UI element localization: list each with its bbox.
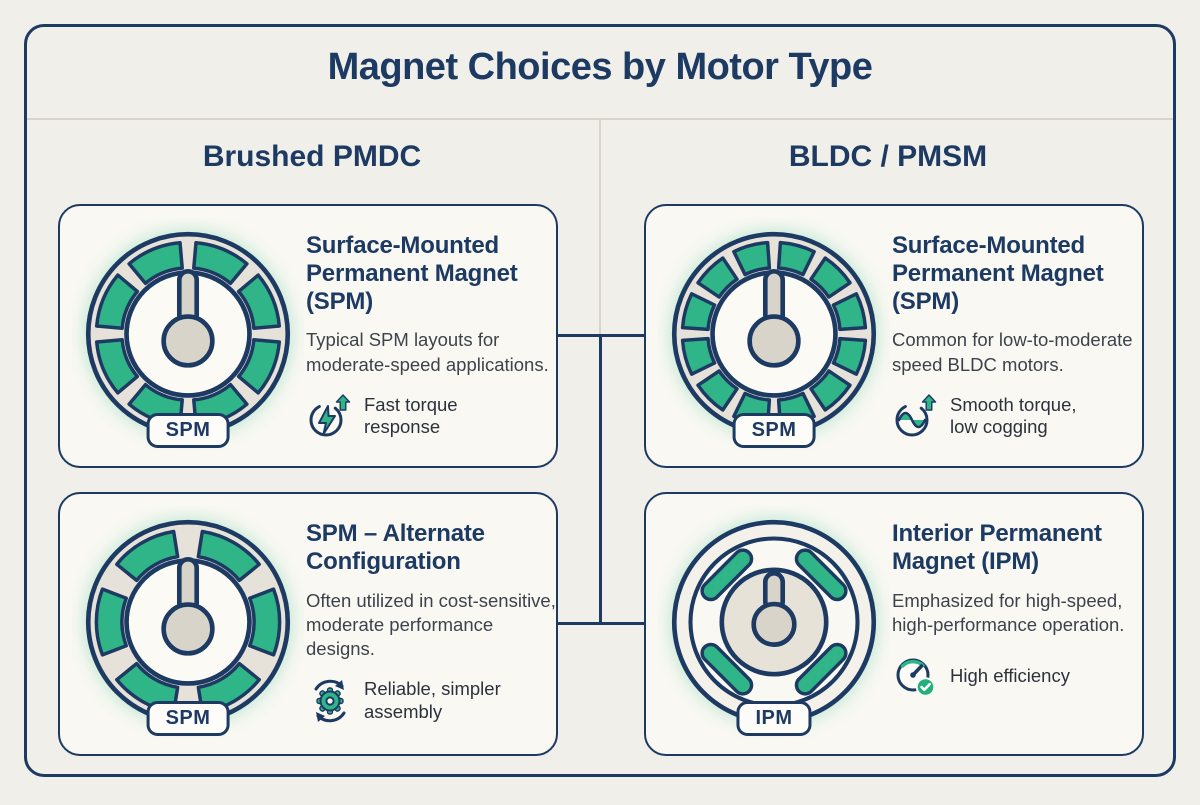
feature-label: Reliable, simpler assembly [364, 678, 501, 722]
motor-badge: SPM [146, 701, 230, 736]
card-spm-brushed: SPM Surface-Mounted Permanent Magnet (SP… [58, 204, 558, 468]
feature-row: Reliable, simpler assembly [306, 677, 556, 725]
connector-line-bottom [558, 622, 646, 625]
feature-label: High efficiency [950, 665, 1070, 687]
card-ipm-bldc: IPM Interior Permanent Magnet (IPM) Emph… [644, 492, 1144, 756]
card-title: Surface-Mounted Permanent Magnet (SPM) [306, 232, 518, 315]
gauge-check-icon [892, 652, 940, 700]
card-description: Often utilized in cost-sensitive, modera… [306, 589, 556, 660]
feature-label: Fast torque response [364, 393, 458, 438]
spm-motor-diagram: SPM [72, 506, 304, 738]
card-title: Interior Permanent Magnet (IPM) [892, 520, 1102, 575]
outer-border [24, 24, 1176, 777]
header-divider [27, 118, 1173, 120]
motor-badge: SPM [146, 413, 230, 448]
spm-motor-8-segments-icon [83, 229, 293, 439]
card-spm-bldc: SPM Surface-Mounted Permanent Magnet (SP… [644, 204, 1144, 468]
motor-badge: SPM [732, 413, 816, 448]
feature-row: Smooth torque, low cogging [892, 392, 1142, 440]
feature-row: High efficiency [892, 652, 1142, 700]
spm-motor-diagram: SPM [658, 218, 890, 450]
sine-wave-cycle-icon [892, 392, 940, 440]
connector-line-vertical [599, 334, 602, 625]
column-header-brushed-pmdc: Brushed PMDC [202, 140, 422, 173]
feature-row: Fast torque response [306, 392, 556, 440]
connector-line-top [558, 334, 646, 337]
feature-label: Smooth torque, low cogging [950, 393, 1077, 438]
ipm-motor-icon [669, 517, 879, 727]
motor-badge: IPM [736, 701, 812, 736]
card-title: SPM – Alternate Configuration [306, 520, 485, 575]
lightning-cycle-icon [306, 392, 354, 440]
column-divider [599, 120, 601, 335]
card-description: Emphasized for high-speed, high-performa… [892, 589, 1125, 636]
card-spm-alternate: SPM SPM – Alternate Configuration Often … [58, 492, 558, 756]
card-description: Typical SPM layouts for moderate-speed a… [306, 329, 549, 375]
column-header-bldc-pmsm: BLDC / PMSM [788, 140, 988, 173]
ipm-motor-diagram: IPM [658, 506, 890, 738]
spm-motor-diagram: SPM [72, 218, 304, 450]
gear-sync-icon [306, 677, 354, 725]
page-title: Magnet Choices by Motor Type [327, 46, 873, 88]
card-title: Surface-Mounted Permanent Magnet (SPM) [892, 232, 1104, 315]
card-description: Common for low-to-moderate speed BLDC mo… [892, 329, 1133, 375]
